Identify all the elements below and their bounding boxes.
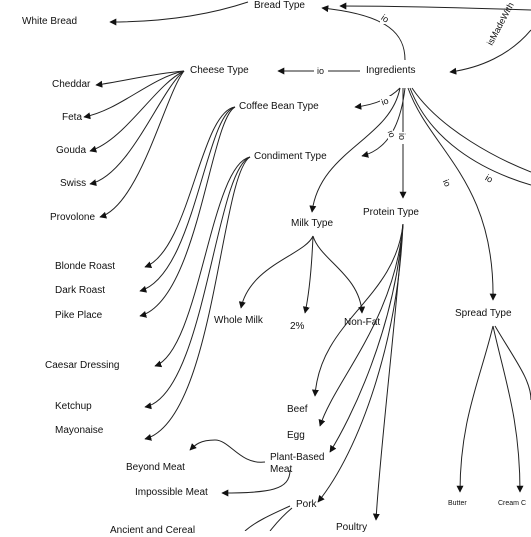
edge-spread-right bbox=[494, 325, 531, 401]
node-whole-milk[interactable]: Whole Milk bbox=[214, 315, 263, 326]
node-beyond-meat[interactable]: Beyond Meat bbox=[126, 462, 185, 473]
edge-milk-nonfat bbox=[312, 235, 366, 314]
edge-milk-2pct bbox=[302, 235, 314, 314]
node-bread-type[interactable]: Bread Type bbox=[254, 0, 305, 11]
edge-cheese-feta bbox=[83, 70, 185, 120]
edge-label-io-bread: io bbox=[379, 12, 390, 24]
edge-condiment-ketchup bbox=[144, 156, 251, 410]
node-pork[interactable]: Pork bbox=[296, 499, 317, 510]
edge-cheese-swiss bbox=[89, 70, 185, 187]
edge-milk-whole bbox=[238, 235, 314, 309]
edge-ingredients-spread bbox=[407, 87, 497, 301]
plant-based-meat-line1: Plant-Based bbox=[270, 452, 325, 463]
node-non-fat[interactable]: Non-Fat bbox=[344, 317, 381, 328]
node-impossible-meat[interactable]: Impossible Meat bbox=[135, 487, 208, 498]
edge-cheese-cheddar bbox=[95, 70, 185, 88]
edge-cheese-provolone bbox=[99, 70, 185, 219]
edge-label-io-condiment: io bbox=[386, 129, 398, 139]
edge-condiment-mayonaise bbox=[144, 156, 251, 441]
node-pike-place[interactable]: Pike Place bbox=[55, 310, 103, 321]
node-ancient-and-cereal[interactable]: Ancient and Cereal bbox=[110, 525, 196, 536]
node-coffee-bean-type[interactable]: Coffee Bean Type bbox=[239, 101, 319, 112]
node-provolone[interactable]: Provolone bbox=[50, 212, 96, 223]
node-blonde-roast[interactable]: Blonde Roast bbox=[55, 261, 116, 272]
edge-cheese-gouda bbox=[89, 70, 185, 153]
edge-protein-beef bbox=[311, 223, 404, 397]
node-condiment-type[interactable]: Condiment Type bbox=[254, 151, 327, 162]
edge-condiment-caesar bbox=[154, 156, 251, 368]
edge-spread-butter bbox=[456, 325, 494, 493]
node-caesar-dressing[interactable]: Caesar Dressing bbox=[45, 360, 120, 371]
node-butter[interactable]: Butter bbox=[448, 500, 467, 507]
edge-coffee-dark bbox=[139, 106, 236, 293]
edge-protein-poultry bbox=[372, 223, 404, 521]
node-cream-cheese[interactable]: Cream C bbox=[498, 500, 527, 507]
edge-coffee-blonde bbox=[144, 106, 236, 269]
node-cheddar[interactable]: Cheddar bbox=[52, 79, 91, 90]
edge-ingredients-milk bbox=[309, 87, 401, 213]
node-milk-type[interactable]: Milk Type bbox=[291, 218, 334, 229]
edge-coffee-pike bbox=[139, 106, 236, 318]
node-gouda[interactable]: Gouda bbox=[56, 145, 87, 156]
edge-ingredients-right-2 bbox=[411, 87, 531, 173]
edge-plant-impossible bbox=[221, 469, 291, 497]
node-feta[interactable]: Feta bbox=[62, 112, 83, 123]
edge-label-io-coffee: io bbox=[380, 96, 390, 108]
edge-ingredients-coffee bbox=[354, 87, 401, 110]
node-white-bread[interactable]: White Bread bbox=[22, 16, 78, 27]
node-dark-roast[interactable]: Dark Roast bbox=[55, 285, 106, 296]
edge-ingredients-right bbox=[409, 87, 531, 186]
node-egg[interactable]: Egg bbox=[287, 430, 305, 441]
edge-ingredients-bread bbox=[321, 5, 406, 61]
node-ketchup[interactable]: Ketchup bbox=[55, 401, 92, 412]
node-protein-type[interactable]: Protein Type bbox=[363, 207, 419, 218]
node-mayonaise[interactable]: Mayonaise bbox=[55, 425, 104, 436]
edge-ismadewith-ingredients bbox=[449, 29, 531, 75]
node-2-percent[interactable]: 2% bbox=[290, 321, 305, 332]
edge-bread-white bbox=[109, 1, 249, 26]
edge-label-io-spread: io bbox=[441, 178, 453, 189]
node-beef[interactable]: Beef bbox=[287, 404, 308, 415]
edge-label-io-cheese: io bbox=[317, 66, 324, 76]
edge-protein-egg bbox=[318, 223, 404, 427]
edge-ismadewith-bread bbox=[339, 2, 531, 11]
node-spread-type[interactable]: Spread Type bbox=[455, 308, 512, 319]
edge-label-ismadewith: isMadeWith bbox=[485, 1, 516, 47]
edge-label-io-protein: io bbox=[397, 133, 407, 140]
edge-protein-plant bbox=[329, 223, 404, 453]
plant-based-meat-line2: Meat bbox=[270, 464, 293, 475]
edge-label-io-right: io bbox=[484, 173, 495, 185]
node-poultry[interactable]: Poultry bbox=[336, 522, 368, 533]
node-cheese-type[interactable]: Cheese Type bbox=[190, 65, 249, 76]
node-plant-based-meat[interactable]: Plant-Based Meat bbox=[270, 452, 324, 476]
edge-plant-beyond bbox=[189, 439, 266, 463]
node-ingredients[interactable]: Ingredients bbox=[366, 65, 416, 76]
edge-spread-cream bbox=[492, 325, 524, 493]
node-swiss[interactable]: Swiss bbox=[60, 178, 87, 189]
edge-pork-lower bbox=[244, 505, 291, 531]
edge-pork-lower-2 bbox=[269, 507, 293, 531]
